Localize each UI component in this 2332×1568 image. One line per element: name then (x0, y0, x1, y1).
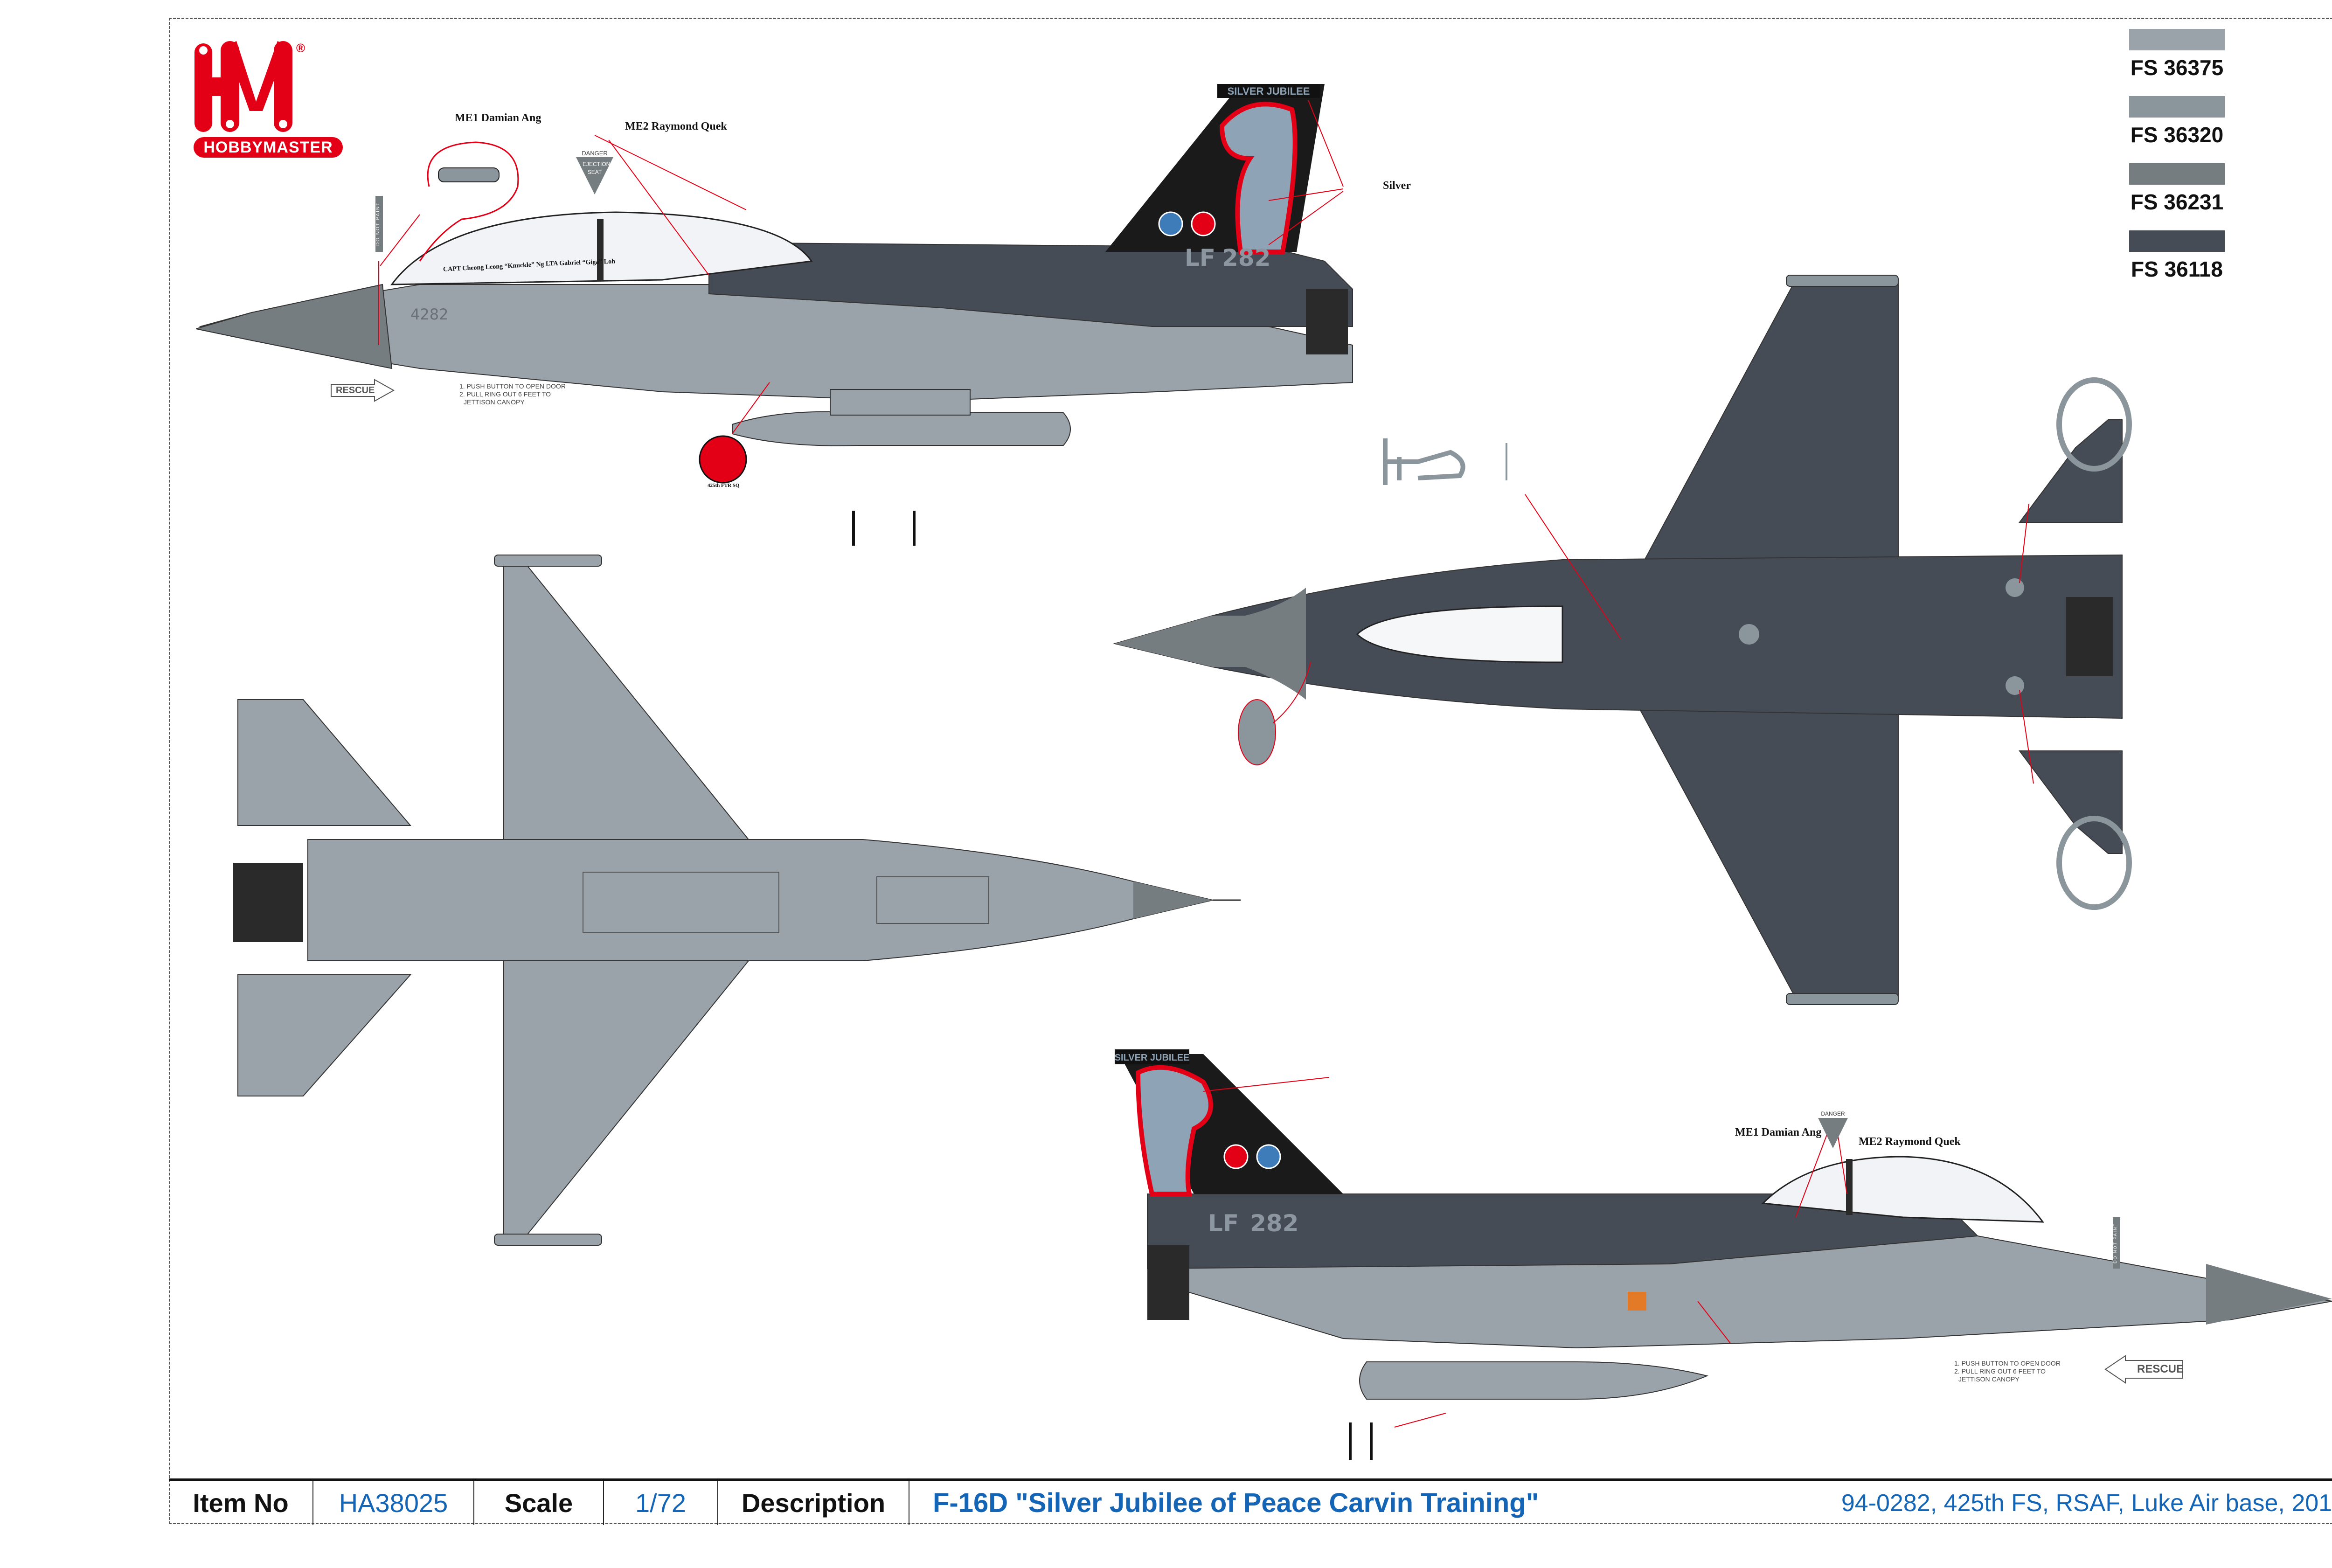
swatch-label: FS 36375 (2130, 56, 2224, 80)
me2-label-right: ME2 Raymond Quek (1859, 1136, 1961, 1148)
swatch-fs36118: FS 36118 (2129, 230, 2227, 282)
top-view (1096, 261, 2332, 1017)
swatch-color (2129, 96, 2225, 118)
registered-mark: ® (296, 41, 305, 55)
me2-label: ME2 Raymond Quek (625, 120, 727, 132)
f16-top-view-icon (1113, 275, 2132, 1005)
color-swatch-legend: FS 36375 FS 36320 FS 36231 FS 36118 (2129, 29, 2227, 298)
me1-label-right: ME1 Damian Ang (1735, 1126, 1822, 1138)
rescue-placard-right: RESCUE (2104, 1355, 2184, 1386)
aircraft-details: 94-0282, 425th FS, RSAF, Luke Air base, … (1841, 1489, 2332, 1517)
squadron-patch-label: 425th FTR SQ (708, 483, 740, 488)
title-block: Item No HA38025 Scale 1/72 Description F… (169, 1478, 2332, 1525)
rescue-placard: RESCUE (330, 379, 396, 404)
description-label: Description (718, 1481, 909, 1525)
silver-label: Silver (1383, 180, 1411, 192)
hm-logo-icon (194, 41, 292, 132)
f16-side-view-icon: SILVER JUBILEE LF 282 4282 (187, 84, 1353, 546)
logo-wordmark: HOBBYMASTER (194, 137, 343, 158)
swatch-label: FS 36118 (2131, 257, 2223, 281)
tail-serial-text: 282 (1222, 244, 1270, 271)
swatch-fs36375: FS 36375 (2129, 29, 2227, 80)
rescue-step-2: 2. PULL RING OUT 6 FEET TO (459, 390, 551, 398)
description-value: F-16D "Silver Jubilee of Peace Carvin Tr… (933, 1488, 1539, 1518)
rescue-text: RESCUE (2137, 1363, 2184, 1375)
rescue-instructions-right: 1. PUSH BUTTON TO OPEN DOOR 2. PULL RING… (1954, 1360, 2061, 1383)
tail-code-text: LF (1185, 244, 1215, 271)
rescue-arrow-left-icon (2104, 1355, 2183, 1384)
nose-number-text: 4282 (410, 305, 448, 323)
swatch-color (2129, 163, 2225, 185)
rescue-step-3: JETTISON CANOPY (464, 398, 525, 406)
do-not-paint-placard: DO NOT PAINT (375, 196, 383, 252)
swatch-fs36320: FS 36320 (2129, 96, 2227, 147)
sheet-border (169, 18, 2332, 1524)
swatch-label: FS 36231 (2130, 190, 2224, 214)
rescue-instructions: 1. PUSH BUTTON TO OPEN DOOR 2. PULL RING… (459, 382, 566, 406)
swatch-color (2129, 230, 2225, 252)
tail-banner-text-right: SILVER JUBILEE (1115, 1053, 1190, 1063)
swatch-label: FS 36320 (2130, 123, 2224, 147)
me1-label: ME1 Damian Ang (455, 112, 541, 124)
side-profile-right: SILVER JUBILEE LF 282 ME1 Damian Ang ME2… (1110, 1040, 2332, 1474)
rescue-step-1: 1. PUSH BUTTON TO OPEN DOOR (1954, 1360, 2061, 1367)
danger-text: DANGER (582, 150, 608, 157)
warning-triangle-icon (1818, 1118, 1848, 1148)
rescue-step-1: 1. PUSH BUTTON TO OPEN DOOR (459, 382, 566, 390)
scale-label: Scale (474, 1481, 604, 1525)
rescue-step-3: JETTISON CANOPY (1958, 1375, 2020, 1383)
danger-text: DANGER (1821, 1110, 1845, 1117)
tail-banner-text: SILVER JUBILEE (1228, 85, 1310, 97)
item-no-label: Item No (169, 1481, 313, 1525)
rescue-text: RESCUE (336, 385, 375, 395)
tail-code-text-right: LF (1208, 1210, 1239, 1237)
item-no-value: HA38025 (313, 1481, 474, 1525)
scale-value: 1/72 (604, 1481, 718, 1525)
do-not-paint-placard-right: DO NOT PAINT (2113, 1217, 2120, 1269)
side-profile-left: SILVER JUBILEE LF 282 4282 ME1 Damian (187, 65, 1411, 555)
rescue-step-2: 2. PULL RING OUT 6 FEET TO (1954, 1367, 2046, 1375)
ejection-seat-warning-right: DANGER (1814, 1110, 1852, 1152)
swatch-color (2129, 29, 2225, 50)
tail-serial-text-right: 282 (1250, 1210, 1298, 1237)
rescue-arrow-icon (331, 379, 395, 402)
f16-side-view-right-icon: SILVER JUBILEE LF 282 (1115, 1049, 2332, 1460)
warning-triangle-icon (576, 157, 613, 194)
swatch-fs36231: FS 36231 (2129, 163, 2227, 215)
f16-underside-icon (233, 555, 1241, 1246)
hobbymaster-logo: ® HOBBYMASTER (194, 41, 343, 158)
underside-view (187, 546, 1399, 1292)
